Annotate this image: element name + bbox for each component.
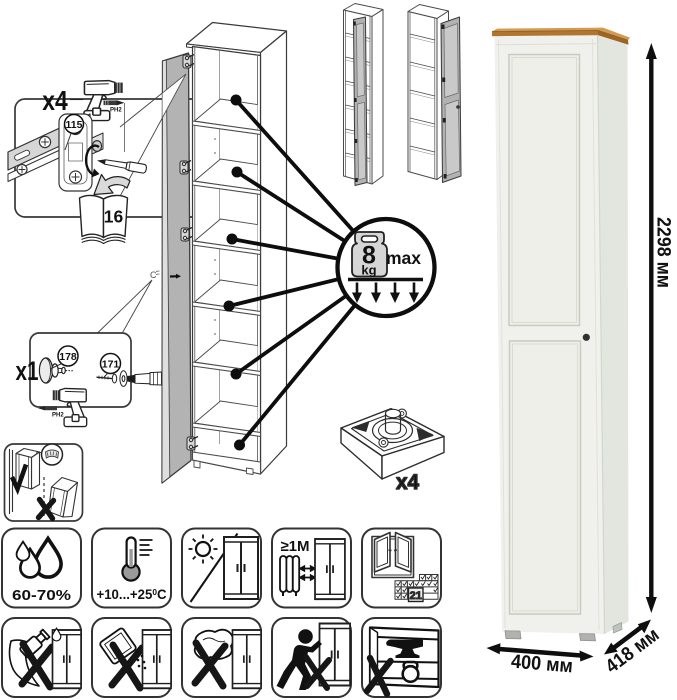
svg-text:x4: x4 [42,85,68,116]
svg-text:21: 21 [410,590,422,602]
svg-text:kg: kg [361,263,376,278]
svg-text:2298 мм: 2298 мм [653,217,675,288]
svg-text:+10...+250C: +10...+250C [97,587,167,602]
svg-text:16: 16 [104,207,124,227]
svg-text:x4: x4 [396,470,419,494]
svg-text:171: 171 [102,359,120,371]
svg-text:x1: x1 [16,356,39,386]
svg-text:400 мм: 400 мм [510,651,574,678]
svg-text:≥1М: ≥1М [280,538,309,555]
svg-text:178: 178 [59,351,77,363]
svg-text:C: C [150,270,157,280]
svg-text:PH2: PH2 [110,108,122,114]
svg-text:8: 8 [362,242,376,270]
svg-text:115: 115 [66,119,83,131]
svg-text:PH2: PH2 [52,413,64,419]
svg-text:max: max [386,248,421,268]
svg-text:60-70%: 60-70% [12,587,71,604]
